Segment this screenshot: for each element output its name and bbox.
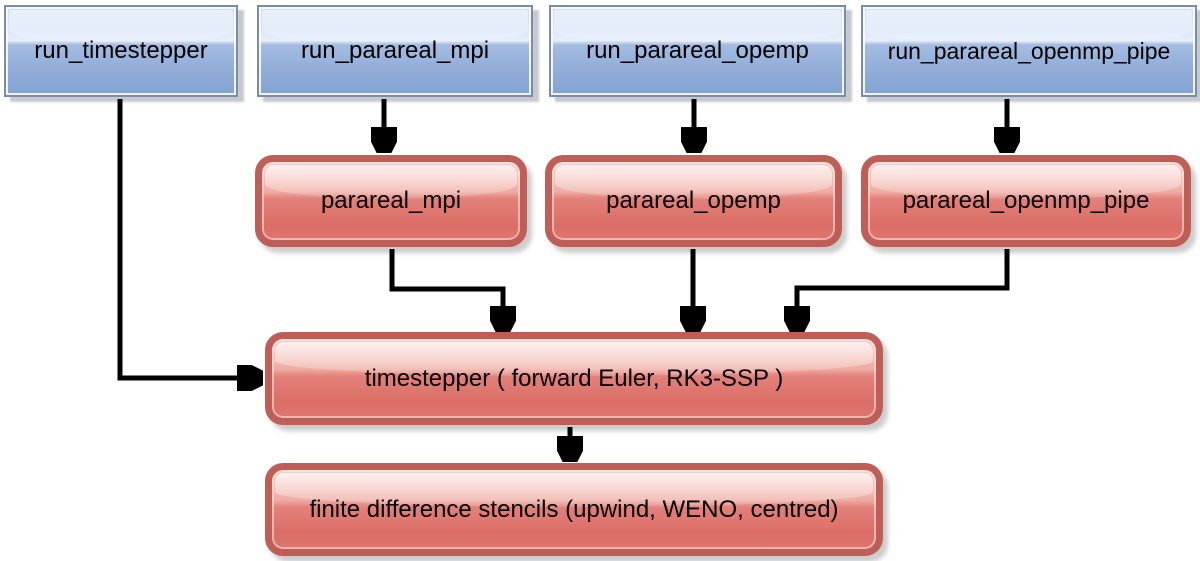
node-run_parareal_opemp: run_parareal_opemp xyxy=(549,5,846,97)
edge-run_timestepper-to-timestepper xyxy=(117,99,258,378)
node-label: parareal_mpi xyxy=(320,187,462,214)
node-run_parareal_mpi: run_parareal_mpi xyxy=(257,5,533,97)
node-run_parareal_openmp_pipe: run_parareal_openmp_pipe xyxy=(861,5,1197,97)
edge-parareal_openmp_pipe-to-timestepper xyxy=(797,249,1010,327)
node-timestepper: timestepper ( forward Euler, RK3-SSP ) xyxy=(265,332,883,425)
node-label: timestepper ( forward Euler, RK3-SSP ) xyxy=(364,364,784,392)
node-label: finite difference stencils (upwind, WENO… xyxy=(309,495,839,523)
node-label: parareal_opemp xyxy=(606,187,781,214)
node-label: run_parareal_mpi xyxy=(300,37,490,64)
node-finite_difference_stencils: finite difference stencils (upwind, WENO… xyxy=(265,463,883,556)
node-parareal_openmp_pipe: parareal_openmp_pipe xyxy=(861,155,1191,247)
node-label: parareal_openmp_pipe xyxy=(902,187,1150,214)
node-label: run_parareal_opemp xyxy=(586,37,809,64)
edge-parareal_mpi-to-timestepper xyxy=(389,249,503,327)
node-run_timestepper: run_timestepper xyxy=(4,5,238,97)
node-label: run_timestepper xyxy=(34,37,208,64)
node-parareal_opemp: parareal_opemp xyxy=(545,155,842,247)
node-label: run_parareal_openmp_pipe xyxy=(887,37,1171,64)
node-parareal_mpi: parareal_mpi xyxy=(255,155,527,247)
